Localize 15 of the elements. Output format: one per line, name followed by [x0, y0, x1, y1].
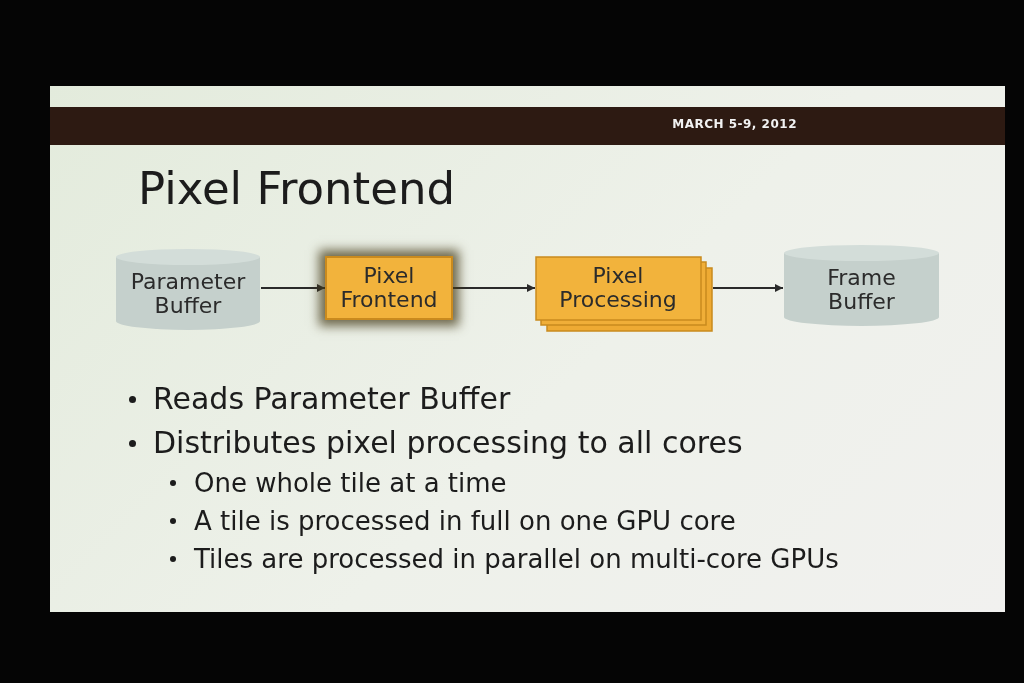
slide-title: Pixel Frontend	[138, 162, 455, 216]
bullet-text: One whole tile at a time	[194, 467, 507, 499]
bullet-text: Reads Parameter Buffer	[153, 380, 511, 418]
process-box	[325, 256, 453, 320]
arrow	[452, 284, 536, 292]
node-label: Parameter Buffer	[129, 270, 247, 318]
date-text: MARCH 5-9, 2012	[672, 116, 797, 133]
bullet-text: Tiles are processed in parallel on multi-core GPUs	[194, 543, 839, 575]
arrow	[260, 284, 326, 292]
node-label: Frame Buffer	[826, 266, 897, 314]
node-label: Pixel Processing	[558, 264, 678, 312]
arrow	[712, 284, 784, 292]
bullet-text: Distributes pixel processing to all cores	[153, 424, 743, 462]
bullet-text: A tile is processed in full on one GPU core	[194, 505, 736, 537]
node-label: Pixel Frontend	[339, 264, 439, 312]
